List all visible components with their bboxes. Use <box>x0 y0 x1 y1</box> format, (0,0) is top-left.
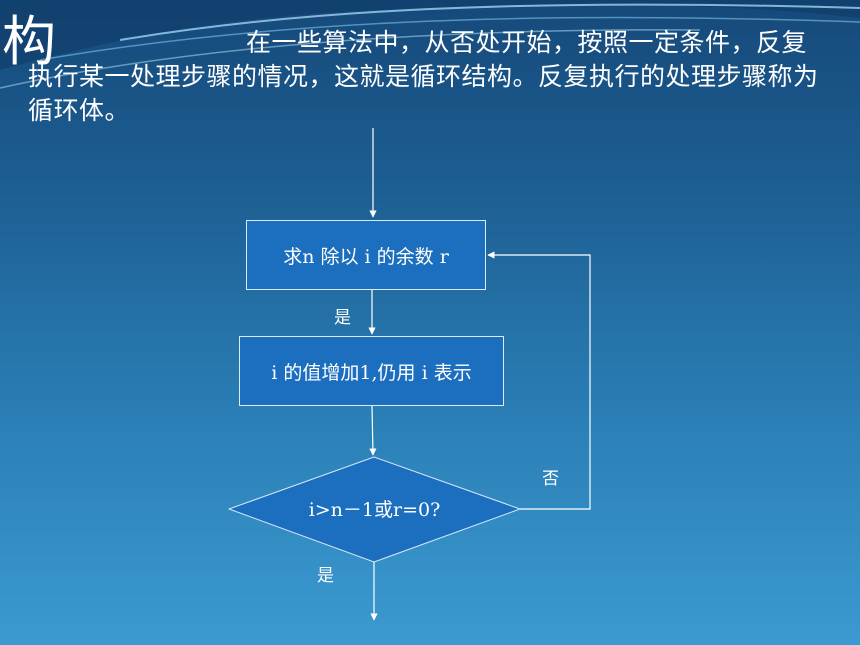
intro-paragraph: 在一些算法中，从否处开始，按照一定条件，反复执行某一处理步骤的情况，这就是循环结… <box>28 28 819 125</box>
step-remainder-box: 求n 除以 i 的余数 r <box>246 220 486 290</box>
label-no: 否 <box>542 469 559 489</box>
label-yes-2: 是 <box>317 566 334 586</box>
step-increment-box: i 的值增加1,仍用 i 表示 <box>239 336 504 406</box>
slide-title-fragment: 构 <box>2 10 56 73</box>
arrow-step2-to-decision <box>369 405 377 456</box>
decision-label: i>n－1或r=0? <box>308 499 441 521</box>
label-yes-1: 是 <box>334 308 351 328</box>
header-wave-decoration <box>0 0 860 89</box>
loop-back-arrow <box>487 251 591 510</box>
